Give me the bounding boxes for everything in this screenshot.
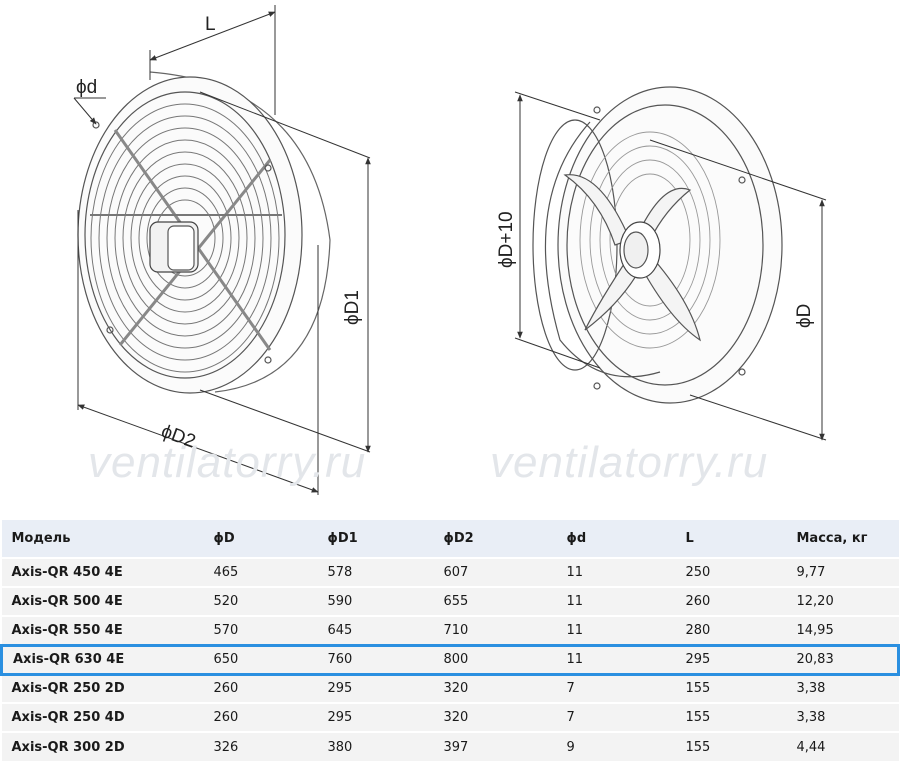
cell-L: 295	[675, 643, 787, 676]
cell-D1: 590	[327, 594, 353, 609]
back-dimensions	[514, 91, 827, 441]
cell-D1: 295	[327, 710, 353, 725]
cell-model: Axis-QR 250 4D	[11, 710, 125, 725]
cell-D1: 578	[327, 565, 353, 580]
label-D1: ϕD1	[342, 290, 363, 325]
cell-L: 260	[685, 594, 711, 609]
front-dimensions	[73, 5, 371, 495]
cell-mass: 4,44	[796, 739, 826, 755]
cell-mass: 14,95	[796, 622, 834, 638]
header-D: ϕD	[213, 531, 235, 546]
cell-L: 280	[685, 622, 711, 638]
cell-mass: 9,77	[796, 565, 826, 580]
cell-D: 520	[213, 594, 239, 609]
cell-D2: 655	[443, 594, 469, 609]
header-mass: Масса, кг	[796, 531, 868, 546]
cell-model: Axis-QR 300 2D	[11, 739, 125, 755]
header-model: Модель	[11, 531, 71, 546]
cell-d: 11	[566, 565, 584, 580]
label-d: ϕd	[76, 77, 97, 98]
cell-D: 260	[213, 681, 239, 697]
cell-mass: 12,20	[796, 594, 834, 609]
cell-model: Axis-QR 630 4E	[0, 643, 204, 676]
cell-D1: 380	[327, 739, 353, 755]
cell-L: 250	[685, 565, 711, 580]
cell-mass: 20,83	[786, 643, 900, 676]
cell-D2: 800	[433, 643, 557, 676]
header-L: L	[685, 531, 694, 546]
table-row: Axis-QR 250 2D 260 295 320 7 155 3,38	[1, 674, 899, 703]
cell-D1: 295	[327, 681, 353, 697]
label-D10: ϕD+10	[496, 211, 517, 268]
cell-model: Axis-QR 500 4E	[11, 594, 123, 609]
cell-D1: 645	[327, 622, 353, 638]
cell-D2: 320	[443, 681, 469, 697]
front-view-fan	[77, 71, 331, 394]
watermark-right: ventilatorry.ru	[490, 438, 769, 487]
label-L: L	[205, 14, 216, 35]
table-row: Axis-QR 300 2D 326 380 397 9 155 4,44	[1, 732, 899, 761]
specs-table: Модель ϕD ϕD1 ϕD2 ϕd L Масса, кг Axis-QR…	[0, 520, 900, 761]
cell-D: 260	[213, 710, 239, 725]
cell-d: 11	[556, 643, 676, 676]
header-D2: ϕD2	[443, 531, 474, 546]
cell-D: 650	[203, 643, 318, 676]
cell-D: 570	[213, 622, 239, 638]
label-D: ϕD	[794, 304, 815, 328]
cell-d: 9	[566, 739, 575, 755]
cell-D1: 760	[317, 643, 434, 676]
cell-model: Axis-QR 250 2D	[11, 681, 125, 697]
cell-d: 7	[566, 710, 575, 725]
cell-D2: 320	[443, 710, 469, 725]
cell-model: Axis-QR 450 4E	[11, 565, 123, 580]
table-header: Модель ϕD ϕD1 ϕD2 ϕd L Масса, кг	[1, 520, 899, 558]
cell-L: 155	[685, 739, 711, 755]
cell-L: 155	[685, 710, 711, 725]
header-d: ϕd	[566, 531, 587, 546]
cell-d: 11	[566, 622, 584, 638]
table-row: Axis-QR 500 4E 520 590 655 11 260 12,20	[1, 587, 899, 616]
cell-D: 465	[213, 565, 239, 580]
header-D1: ϕD1	[327, 531, 358, 546]
cell-d: 7	[566, 681, 575, 697]
cell-D2: 607	[443, 565, 469, 580]
table-row-selected[interactable]: Axis-QR 630 4E 650 760 800 11 295 20,83	[0, 643, 900, 676]
table-row: Axis-QR 450 4E 465 578 607 11 250 9,77	[1, 558, 899, 587]
cell-mass: 3,38	[796, 681, 826, 697]
fan-drawings: ϕd L ϕD1 ϕD2	[73, 5, 827, 495]
cell-L: 155	[685, 681, 711, 697]
table-row: Axis-QR 550 4E 570 645 710 11 280 14,95	[1, 616, 899, 645]
cell-mass: 3,38	[796, 710, 826, 725]
table-row: Axis-QR 250 4D 260 295 320 7 155 3,38	[1, 703, 899, 732]
watermark-left: ventilatorry.ru	[88, 438, 367, 487]
cell-model: Axis-QR 550 4E	[11, 622, 123, 638]
cell-D2: 710	[443, 622, 469, 638]
back-view-fan	[532, 86, 783, 404]
cell-D: 326	[213, 739, 239, 755]
cell-d: 11	[566, 594, 584, 609]
cell-D2: 397	[443, 739, 469, 755]
guard-grille	[90, 103, 282, 373]
